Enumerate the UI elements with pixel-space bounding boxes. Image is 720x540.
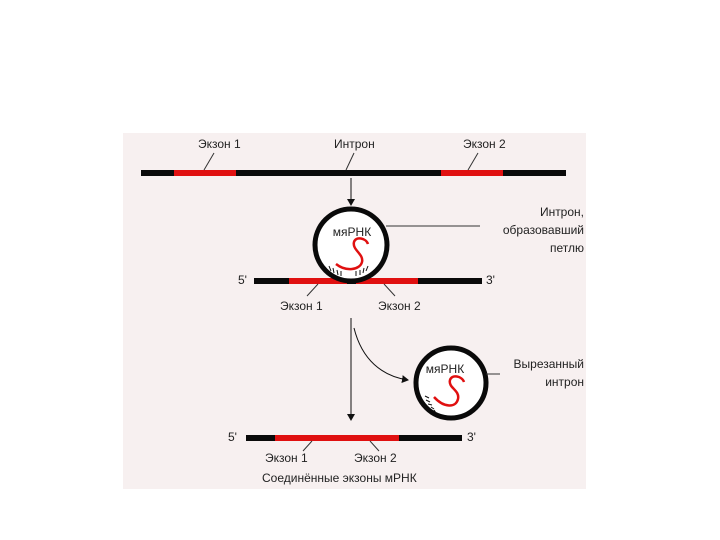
label-exon-1-bottom: Экзон 1 [265,451,308,465]
note-loop-line-1: Интрон, [540,205,584,219]
leader-exon-1-bottom [302,440,313,452]
excised-snrna-squiggle [433,375,466,407]
label-exon-1-middle: Экзон 1 [280,299,323,313]
pre-mrna-exon-2 [441,170,503,176]
pre-mrna-backbone [141,170,566,176]
label-exon-2-middle: Экзон 2 [378,299,421,313]
lariat-strand [254,278,482,284]
label-exon-2-top: Экзон 2 [463,137,506,151]
leader-exon-1-top [203,152,215,171]
leader-exon-2-middle [383,283,396,297]
note-loop-line-3: петлю [550,241,584,255]
mrna-strand [246,435,462,441]
label-three-prime-middle: 3' [486,273,495,287]
label-three-prime-bottom: 3' [467,430,476,444]
label-snrna-loop: мяРНК [333,225,371,239]
note-loop-line-2: образовавший [503,223,584,237]
leader-exon-1-middle [306,283,319,297]
label-exon-1-top: Экзон 1 [198,137,241,151]
note-excised-line-1: Вырезанный [514,357,584,371]
snrna-squiggle [335,237,370,271]
pre-mrna-exon-1 [174,170,236,176]
excised-base-pairing-ticks [424,395,437,414]
pre-mrna-strand [141,170,566,176]
label-snrna-excised: мяРНК [426,362,464,376]
arrow-to-excised [353,327,409,384]
label-five-prime-bottom: 5' [228,430,237,444]
lariat-exon-1 [289,278,347,284]
leader-intron-top [345,152,355,171]
leader-exon-2-top [467,152,479,171]
lariat-exon-2 [356,278,418,284]
leader-exon-2-bottom [369,440,380,452]
note-excised-line-2: интрон [545,375,584,389]
label-exon-2-bottom: Экзон 2 [354,451,397,465]
base-pairing-ticks [328,265,369,276]
caption-joined-exons: Соединённые экзоны мРНК [262,471,417,485]
label-intron-top: Интрон [334,137,375,151]
label-five-prime-middle: 5' [238,273,247,287]
mrna-joined-exons [275,435,399,441]
diagram-panel [123,133,586,489]
intron-loop [312,206,390,284]
